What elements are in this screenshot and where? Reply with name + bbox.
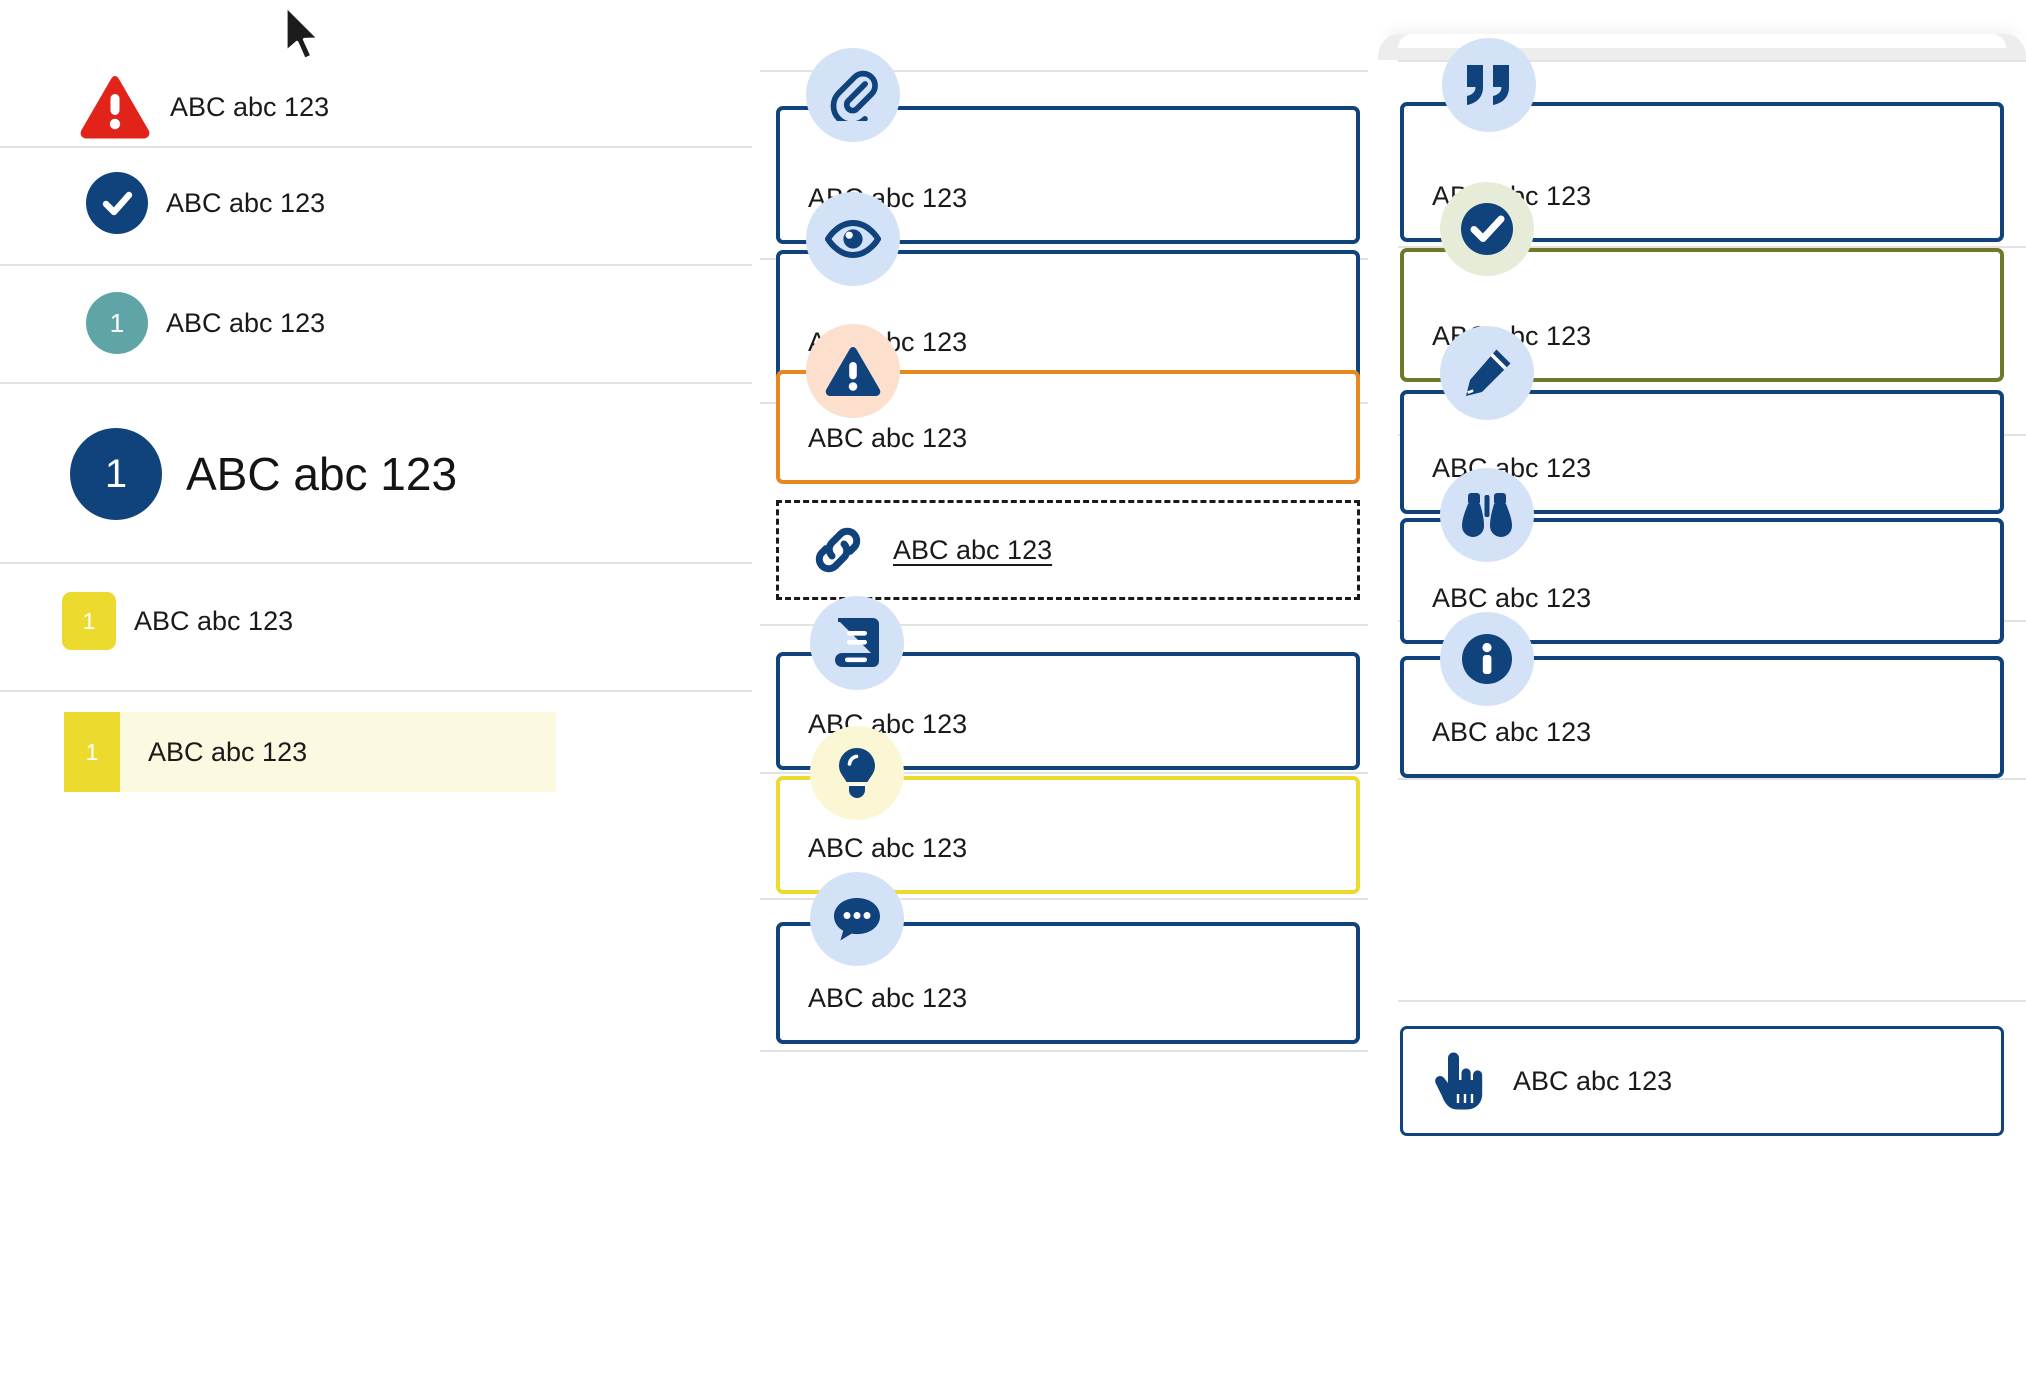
- card-action[interactable]: ABC abc 123: [1400, 1026, 2004, 1136]
- link-icon: [809, 521, 867, 579]
- sidebar-item-label: ABC abc 123: [166, 307, 326, 338]
- divider: [760, 624, 1368, 626]
- card-edit[interactable]: ABC abc 123: [1400, 390, 2004, 514]
- sidebar-item-label: ABC abc 123: [166, 187, 326, 218]
- number-square-icon: 1: [62, 592, 116, 650]
- sidebar-item-label: ABC abc 123: [148, 736, 308, 767]
- lightbulb-icon: [810, 726, 904, 820]
- sidebar-item-step-teal[interactable]: 1 ABC abc 123: [0, 292, 842, 354]
- mouse-pointer-icon: [282, 4, 328, 66]
- check-circle-icon: [86, 172, 148, 234]
- badge-number: 1: [104, 451, 128, 496]
- paperclip-icon: [806, 48, 900, 142]
- card-label: ABC abc 123: [1432, 583, 1592, 613]
- warning-triangle-icon: [78, 74, 152, 140]
- sidebar-item-step-highlighted[interactable]: 1 ABC abc 123: [64, 712, 556, 792]
- badge-number: 1: [85, 738, 99, 765]
- divider: [0, 264, 752, 266]
- warning-triangle-icon: [806, 324, 900, 418]
- card-label: ABC abc 123: [808, 983, 968, 1013]
- binoculars-icon: [1440, 468, 1534, 562]
- quote-icon: [1442, 38, 1536, 132]
- sidebar: ABC abc 123 ABC abc 123 1 ABC abc 123 1 …: [0, 0, 756, 1392]
- divider: [760, 1050, 1368, 1052]
- pencil-icon: [1440, 326, 1534, 420]
- check-circle-icon: [1440, 182, 1534, 276]
- card-attachment[interactable]: ABC abc 123: [776, 106, 1360, 244]
- info-icon: [1440, 612, 1534, 706]
- sidebar-item-step-large[interactable]: 1 ABC abc 123: [0, 428, 826, 520]
- number-bar-icon: 1: [64, 712, 120, 792]
- eye-icon: [806, 192, 900, 286]
- card-label: ABC abc 123: [808, 833, 968, 863]
- card-label: ABC abc 123: [1432, 717, 1592, 747]
- badge-number: 1: [109, 307, 125, 338]
- sidebar-item-check[interactable]: ABC abc 123: [0, 172, 842, 234]
- divider: [1398, 1000, 2026, 1002]
- number-circle-large-icon: 1: [70, 428, 162, 520]
- divider: [1398, 778, 2026, 780]
- divider: [0, 690, 752, 692]
- pointing-hand-icon: [1431, 1050, 1487, 1112]
- sidebar-item-label: ABC abc 123: [170, 91, 330, 122]
- top-panel-inner-decoration: [1398, 34, 2006, 48]
- divider: [0, 146, 752, 148]
- divider: [1398, 246, 2026, 248]
- divider: [760, 772, 1368, 774]
- divider: [760, 70, 1368, 72]
- divider: [760, 898, 1368, 900]
- book-icon: [810, 596, 904, 690]
- number-circle-icon: 1: [86, 292, 148, 354]
- sidebar-item-label: ABC abc 123: [134, 605, 294, 636]
- sidebar-item-step-yellow[interactable]: 1 ABC abc 123: [0, 592, 818, 650]
- card-label: ABC abc 123: [1513, 1065, 1673, 1096]
- sidebar-item-warning[interactable]: ABC abc 123: [0, 74, 834, 140]
- card-link[interactable]: ABC abc 123: [776, 500, 1360, 600]
- divider: [1398, 60, 2026, 62]
- card-label: ABC abc 123: [808, 423, 968, 453]
- card-link-label[interactable]: ABC abc 123: [893, 534, 1053, 565]
- divider: [0, 562, 752, 564]
- sidebar-item-label: ABC abc 123: [186, 448, 458, 500]
- comment-icon: [810, 872, 904, 966]
- divider: [0, 382, 752, 384]
- badge-number: 1: [82, 607, 96, 634]
